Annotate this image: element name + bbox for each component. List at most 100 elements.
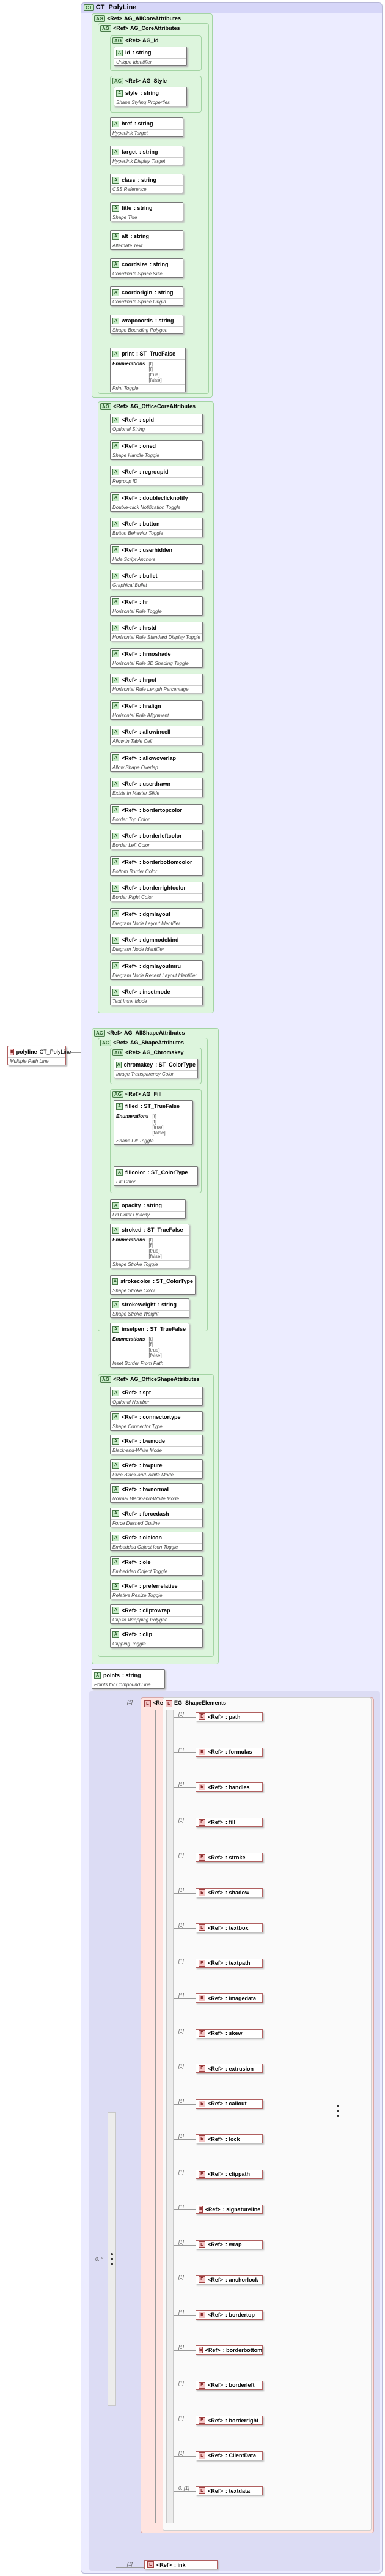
element-ink[interactable]: E<Ref>: ink (144, 2560, 218, 2569)
element-item[interactable]: E<Ref>: textpath (196, 1958, 263, 1968)
element-item[interactable]: E<Ref>: wrap (196, 2239, 263, 2249)
element-multiplicity: [1] (178, 1782, 184, 1787)
element-item[interactable]: E<Ref>: stroke (196, 1853, 263, 1862)
attribute-icon: A (112, 546, 119, 553)
ref-label: <Ref> (122, 781, 138, 787)
element-item[interactable]: E<Ref>: fill (196, 1817, 263, 1827)
element-item[interactable]: E<Ref>: signatureline (196, 2205, 263, 2214)
element-name: : textbox (226, 1924, 249, 1931)
choice-compositor-icon[interactable] (109, 2250, 115, 2268)
ref-label: <Ref> (125, 78, 141, 84)
element-connector (174, 1787, 196, 1788)
element-item[interactable]: E<Ref>: skew (196, 2028, 263, 2038)
element-item[interactable]: E<Ref>: borderleft (196, 2380, 263, 2390)
element-item[interactable]: E<Ref>: borderright (196, 2416, 263, 2425)
ref-label: <Ref> (208, 2312, 224, 2318)
element-item[interactable]: E<Ref>: handles (196, 1782, 263, 1792)
ref-label: <Ref> (122, 546, 138, 553)
eg-choice-icon[interactable] (335, 2102, 341, 2120)
element-connector (174, 2315, 196, 2316)
attr-name: : connectortype (139, 1413, 181, 1420)
element-item[interactable]: E<Ref>: imagedata (196, 1993, 263, 2003)
element-item[interactable]: E<Ref>: ClientData (196, 2451, 263, 2460)
element-connector (174, 1717, 196, 1718)
element-name: : borderright (226, 2417, 259, 2424)
ag-tag: AG (94, 15, 105, 22)
element-item[interactable]: E<Ref>: extrusion (196, 2064, 263, 2073)
attr-desc: Border Right Color (111, 893, 202, 901)
element-item[interactable]: E<Ref>: callout (196, 2099, 263, 2109)
element-item[interactable]: E<Ref>: path (196, 1712, 263, 1721)
element-item[interactable]: E<Ref>: formulas (196, 1747, 263, 1757)
ref-label: <Ref> (122, 1583, 138, 1589)
element-icon: E (199, 2241, 205, 2248)
element-item[interactable]: E<Ref>: clippath (196, 2169, 263, 2179)
element-item[interactable]: E<Ref>: borderbottom (196, 2345, 263, 2355)
element-item[interactable]: E<Ref>: anchorlock (196, 2275, 263, 2284)
attr-name: : dgmlayoutmru (139, 962, 182, 969)
element-item[interactable]: E<Ref>: textbox (196, 1923, 263, 1932)
element-item[interactable]: E<Ref>: textdata (196, 2486, 263, 2495)
element-item[interactable]: E<Ref>: bordertop (196, 2310, 263, 2320)
element-item[interactable]: E<Ref>: lock (196, 2134, 263, 2143)
ag-tag: AG (100, 403, 111, 410)
element-item[interactable]: E<Ref>: shadow (196, 1888, 263, 1897)
